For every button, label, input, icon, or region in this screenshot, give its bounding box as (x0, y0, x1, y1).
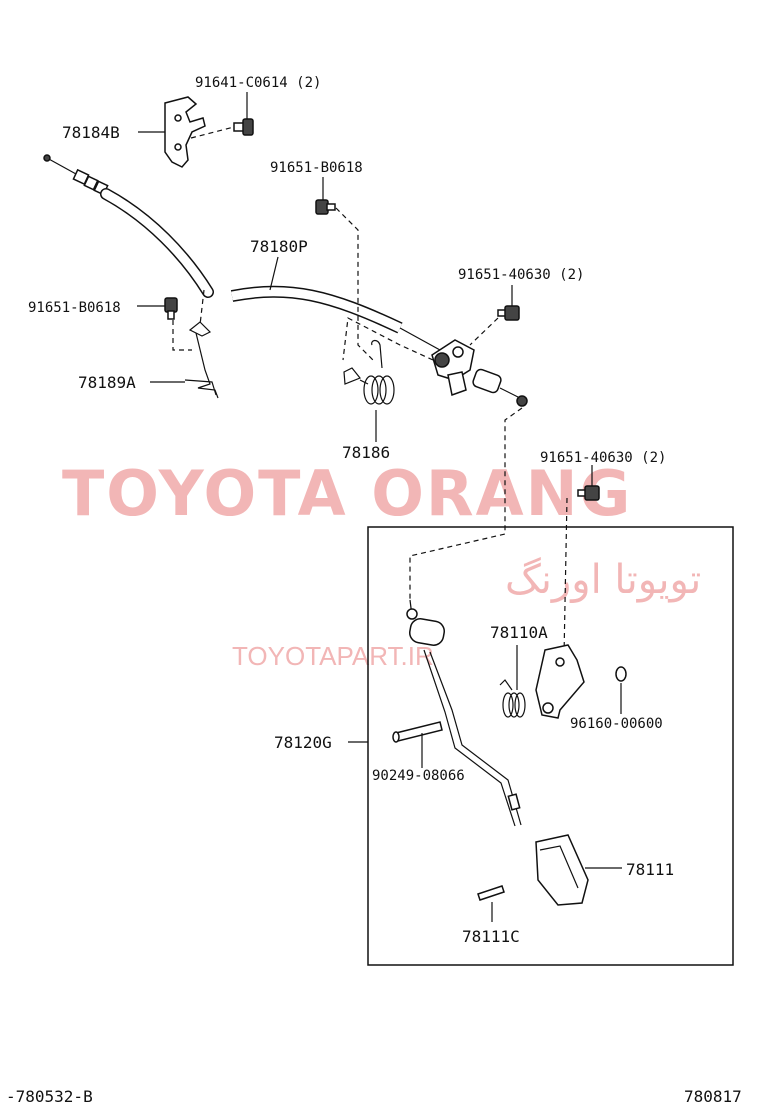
label-78186: 78186 (342, 443, 390, 462)
footer-right-code: 780817 (684, 1087, 742, 1106)
watermark-brand: TOYOTA ORANG (62, 457, 632, 530)
label-78184b: 78184B (62, 123, 120, 142)
pedal-assembly-box (367, 526, 734, 966)
bolt-91651-b0618-left (164, 297, 178, 320)
cable-end-assembly (431, 339, 528, 407)
pin-90249-08066 (392, 721, 443, 743)
footer-left-code: -780532-B (6, 1087, 93, 1106)
label-91651-40630-upper: 91651-40630 (2) (458, 267, 584, 283)
pedal-bracket (535, 644, 585, 719)
bolt-91641-c0614 (233, 118, 254, 136)
label-78110a: 78110A (490, 623, 548, 642)
washer-96160-00600 (615, 666, 627, 682)
bracket-78184b (164, 96, 206, 168)
label-78180p: 78180P (250, 237, 308, 256)
bolt-91651-40630-upper (497, 305, 520, 321)
pedal-lever-78120g (406, 599, 522, 827)
pad-pin-78111c (477, 885, 505, 901)
label-90249-08066: 90249-08066 (372, 768, 465, 784)
clamp-78189a (184, 321, 219, 399)
bolt-91651-b0618-upper (315, 199, 336, 215)
label-78189a: 78189A (78, 373, 136, 392)
spring-78186 (343, 339, 395, 405)
label-91651-b0618-left: 91651-B0618 (28, 300, 121, 316)
label-91641-c0614: 91641-C0614 (2) (195, 75, 321, 91)
label-96160-00600: 96160-00600 (570, 716, 663, 732)
label-78111c: 78111C (462, 927, 520, 946)
label-78111: 78111 (626, 860, 674, 879)
pedal-pad-78111 (535, 834, 589, 906)
label-91651-40630-pedal: 91651-40630 (2) (540, 450, 666, 466)
label-91651-b0618-upper: 91651-B0618 (270, 160, 363, 176)
cable-78180p (43, 154, 441, 351)
spring-78110a (499, 645, 526, 718)
watermark-persian: تویوتا اورنگ (505, 557, 701, 603)
watermark-site: TOYOTAPART.IR (232, 641, 434, 671)
label-78120g: 78120G (274, 733, 332, 752)
